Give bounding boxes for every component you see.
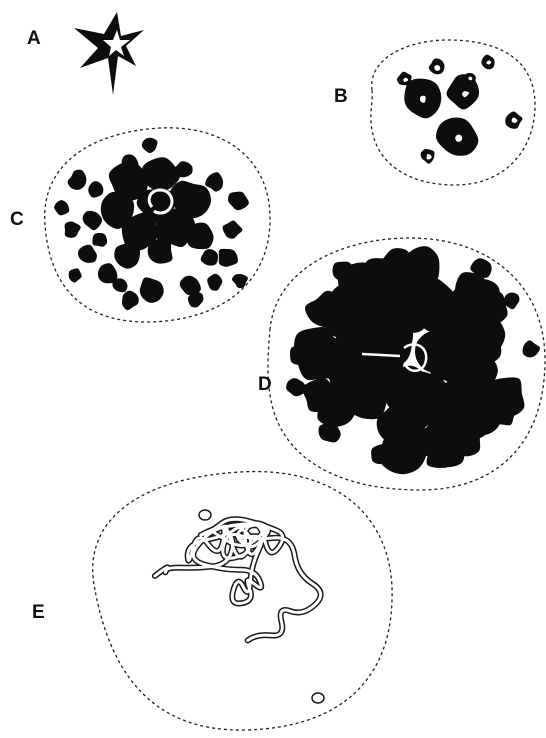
edge-particle bbox=[427, 450, 449, 468]
panel-b-particles bbox=[397, 55, 523, 164]
outer-particle bbox=[201, 249, 218, 265]
aggregate-particle bbox=[317, 391, 356, 427]
outer-particle bbox=[140, 277, 164, 303]
outer-particle bbox=[68, 170, 87, 190]
outer-particle bbox=[83, 211, 102, 230]
panel-e: E bbox=[32, 472, 392, 731]
edge-particle bbox=[494, 406, 515, 425]
panel-b: B bbox=[334, 40, 535, 185]
chain-loop bbox=[199, 510, 211, 520]
outer-particle bbox=[54, 200, 69, 215]
panel-b-boundary bbox=[371, 40, 535, 185]
core-particle bbox=[187, 223, 214, 250]
outer-particle bbox=[88, 181, 103, 197]
outer-particle bbox=[219, 249, 238, 267]
outer-particle bbox=[122, 291, 139, 311]
edge-particle bbox=[523, 340, 540, 357]
core-particle bbox=[114, 242, 140, 269]
outer-particle bbox=[207, 274, 222, 291]
outer-particle bbox=[112, 278, 127, 292]
panel-c-particles bbox=[54, 138, 249, 311]
outer-particle bbox=[78, 245, 97, 263]
core-particle bbox=[148, 239, 173, 263]
outer-particle bbox=[142, 138, 158, 153]
outer-particle bbox=[228, 192, 249, 211]
chain-loop bbox=[312, 693, 324, 703]
outer-particle bbox=[92, 233, 107, 247]
panel-a: A bbox=[27, 12, 144, 95]
edge-particle bbox=[333, 262, 354, 282]
outer-particle bbox=[232, 274, 248, 288]
panel-d-particles bbox=[286, 246, 540, 474]
edge-particle bbox=[290, 345, 309, 365]
panel-a-label: A bbox=[27, 28, 41, 49]
panel-b-label: B bbox=[334, 86, 348, 107]
aggregate-particle bbox=[329, 285, 361, 311]
panel-d: D bbox=[258, 238, 545, 490]
outer-particle bbox=[223, 220, 243, 238]
outer-particle bbox=[69, 268, 82, 282]
panel-c-label: C bbox=[10, 209, 24, 230]
outer-particle bbox=[65, 221, 81, 237]
star-icon bbox=[74, 12, 144, 95]
panel-d-label: D bbox=[258, 374, 272, 395]
outer-particle bbox=[205, 172, 223, 191]
panel-c: C bbox=[10, 128, 270, 322]
edge-particle bbox=[286, 378, 306, 396]
tangled-chain bbox=[155, 510, 324, 703]
panel-e-label: E bbox=[32, 602, 45, 623]
large-particle-hole bbox=[455, 135, 462, 142]
